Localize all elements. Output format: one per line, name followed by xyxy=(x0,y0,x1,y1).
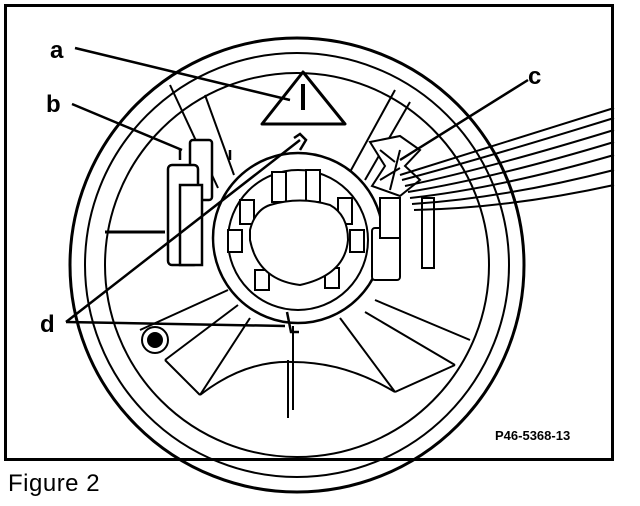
right-connector xyxy=(368,134,435,281)
outer-rim-inner xyxy=(84,52,510,478)
mounting-screw xyxy=(141,326,169,354)
callout-a: a xyxy=(50,37,64,64)
callout-b: b xyxy=(46,91,61,118)
hub-teeth xyxy=(227,169,365,291)
left-connector xyxy=(105,138,232,267)
outer-rim xyxy=(68,36,526,494)
callout-c: c xyxy=(528,63,541,90)
figure-caption: Figure 2 xyxy=(8,470,101,497)
bottom-segments xyxy=(164,359,456,396)
callout-d: d xyxy=(40,311,55,338)
alignment-mark-bottom xyxy=(285,311,299,334)
alignment-mark-top xyxy=(293,132,308,151)
leader-lines xyxy=(65,46,529,328)
figure-code: P46-5368-13 xyxy=(495,428,570,443)
wire-harness xyxy=(399,107,615,211)
warning-triangle-icon xyxy=(260,70,347,126)
segment-ring xyxy=(104,72,490,458)
